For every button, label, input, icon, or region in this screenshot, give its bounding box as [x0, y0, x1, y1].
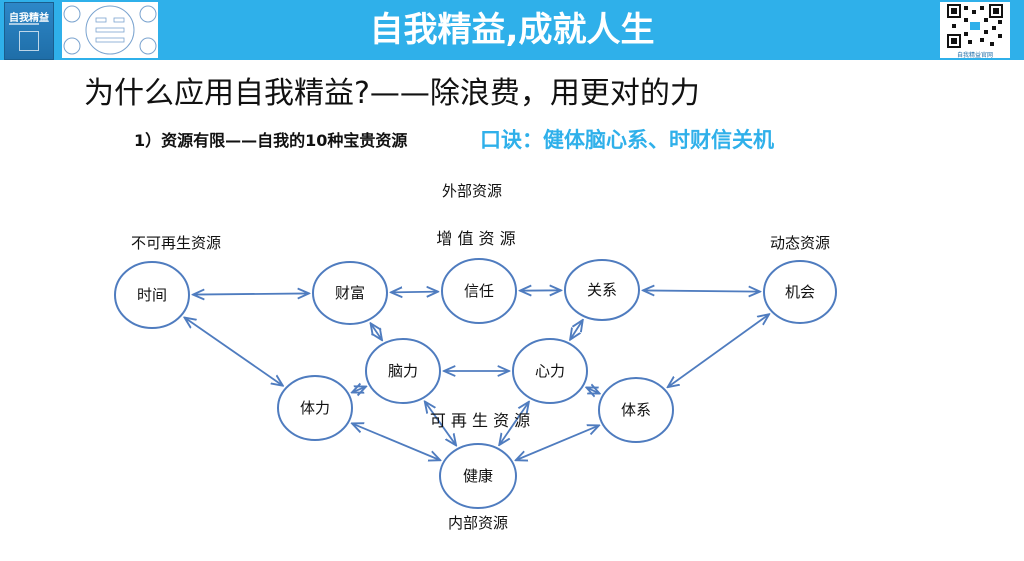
mnemonic-text: 口诀：健体脑心系、时财信关机: [480, 128, 774, 152]
node-label-wealth: 财富: [335, 284, 365, 302]
node-label-brain: 脑力: [388, 362, 418, 380]
node-chance: [763, 260, 837, 324]
node-heart: [512, 338, 588, 404]
external-resources-label: 外部资源: [442, 182, 502, 200]
node-label-relation: 关系: [587, 281, 617, 299]
node-label-body: 体力: [300, 399, 330, 417]
node-system: [598, 377, 674, 443]
book-cover-line: [9, 23, 39, 25]
book-cover-image: 自我精益: [4, 2, 54, 60]
edge-wealth-brain: [371, 323, 382, 340]
value-added-resources-label: 增 值 资 源: [436, 229, 515, 248]
slide-subheading: 1）资源有限——自我的10种宝贵资源: [134, 131, 408, 150]
header-banner: [0, 0, 1024, 60]
edge-chance-system: [668, 314, 769, 387]
node-time: [114, 261, 190, 329]
edge-time-body: [185, 318, 283, 386]
node-label-chance: 机会: [785, 283, 815, 301]
edge-system-health: [516, 425, 599, 460]
book-cover-title: 自我精益: [9, 13, 49, 24]
edge-time-wealth: [193, 293, 309, 294]
node-trust: [441, 258, 517, 324]
dynamic-resources-label: 动态资源: [770, 234, 830, 252]
node-brain: [365, 338, 441, 404]
edge-relation-heart: [570, 320, 583, 340]
edge-wealth-trust: [391, 292, 438, 293]
edge-relation-chance: [643, 290, 760, 291]
qr-caption: 自我精益官网: [956, 52, 993, 59]
renewable-resources-label: 可 再 生 资 源: [430, 411, 530, 430]
qr-code-image: [940, 2, 1010, 58]
node-label-trust: 信任: [464, 282, 494, 300]
edge-brain-body: [352, 387, 366, 393]
edge-layer: [185, 290, 770, 460]
node-body: [277, 375, 353, 441]
slide-heading: 为什么应用自我精益?——除浪费，用更对的力: [84, 76, 700, 111]
edge-brain-health: [425, 401, 456, 445]
edge-heart-health: [499, 402, 529, 445]
node-label-health: 健康: [463, 467, 493, 485]
node-label-system: 体系: [621, 401, 651, 419]
edge-body-health: [352, 423, 440, 460]
book-cover-graphic: [19, 31, 39, 51]
node-relation: [564, 259, 640, 321]
node-label-time: 时间: [137, 286, 167, 304]
internal-resources-label: 内部资源: [448, 514, 508, 532]
node-health: [439, 443, 517, 509]
node-label-heart: 心力: [535, 362, 565, 380]
edge-heart-system: [586, 388, 599, 394]
node-wealth: [312, 261, 388, 325]
page-title: 自我精益,成就人生: [369, 10, 655, 50]
diagram-thumbnail-image: [62, 2, 158, 58]
non-renewable-resources-label: 不可再生资源: [131, 234, 221, 252]
